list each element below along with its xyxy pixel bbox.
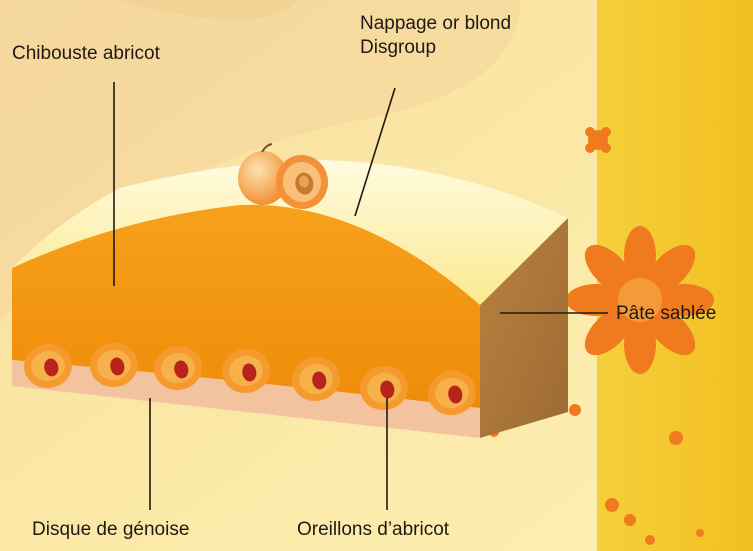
label-pate-sablee: Pâte sablée — [616, 302, 716, 326]
label-disque-genoise: Disque de génoise — [32, 518, 189, 542]
label-oreillons-abricot: Oreillons d’abricot — [297, 518, 449, 542]
decorative-flower-large — [566, 226, 714, 374]
label-nappage-line1: Nappage or blond — [360, 12, 511, 36]
label-nappage-line2: Disgroup — [360, 36, 436, 60]
label-chibouste-abricot: Chibouste abricot — [12, 42, 160, 66]
